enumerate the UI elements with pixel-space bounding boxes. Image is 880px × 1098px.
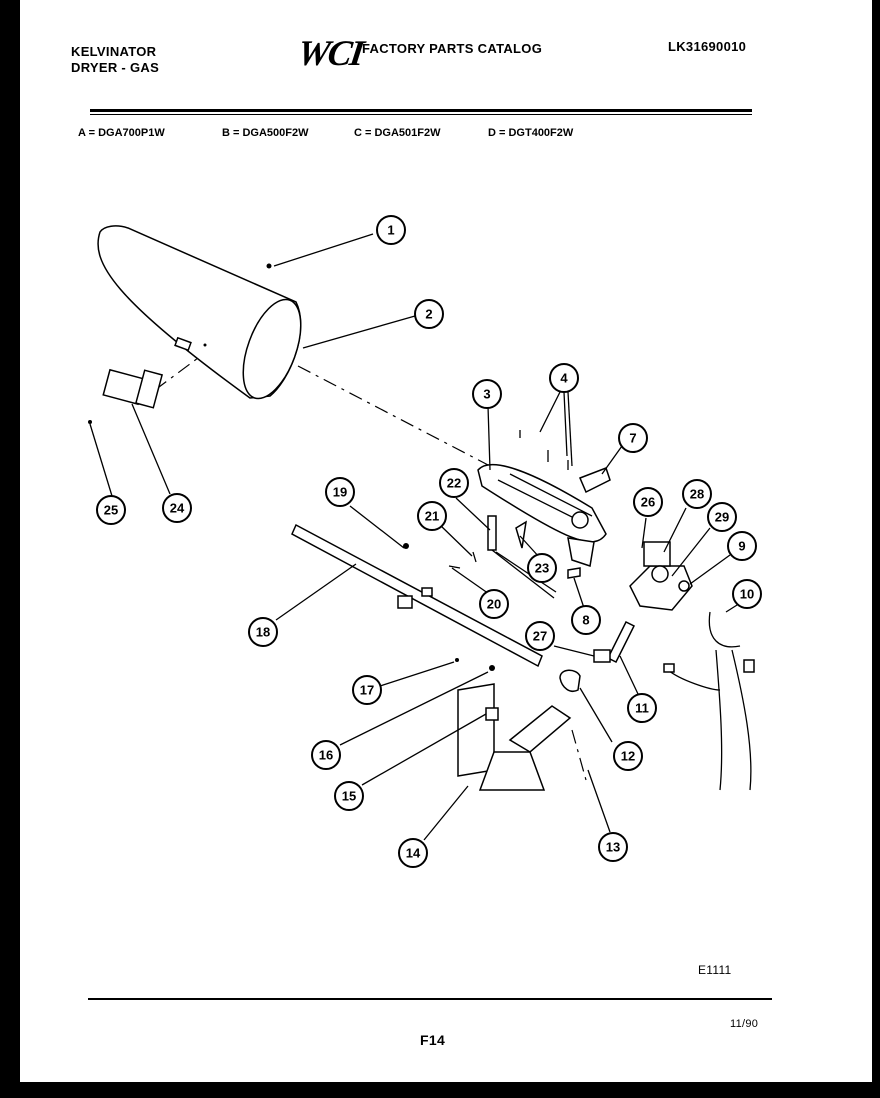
clamp-part [559, 669, 581, 692]
header-rule [90, 109, 752, 112]
svg-text:24: 24 [170, 501, 185, 516]
callout-2: 2 [414, 299, 444, 329]
screw-20-part [448, 565, 461, 569]
callout-1: 1 [376, 215, 406, 245]
callout-17: 17 [352, 675, 382, 705]
callout-26: 26 [633, 487, 663, 517]
callout-19: 19 [325, 477, 355, 507]
callout-25: 25 [96, 495, 126, 525]
svg-text:20: 20 [487, 597, 501, 612]
burner-bracket-part [455, 658, 572, 791]
callout-13: 13 [598, 832, 628, 862]
bracket-axis-line [571, 729, 587, 781]
bracket-part [579, 467, 611, 494]
screw-part [266, 263, 272, 269]
callout-21: 21 [417, 501, 447, 531]
svg-text:17: 17 [360, 683, 374, 698]
svg-text:4: 4 [560, 371, 568, 386]
callout-22: 22 [439, 468, 469, 498]
callout-16: 16 [311, 740, 341, 770]
callout-9: 9 [727, 531, 757, 561]
callout-7: 7 [618, 423, 648, 453]
burner-assembly-part [477, 463, 607, 567]
drawing-code: E1111 [698, 963, 732, 977]
drum-axis-line [297, 365, 491, 467]
callout-10: 10 [732, 579, 762, 609]
model-a: A = DGA700P1W [78, 127, 165, 139]
svg-text:7: 7 [629, 431, 636, 446]
svg-text:2: 2 [425, 307, 432, 322]
revision-date: 11/90 [730, 1018, 759, 1030]
model-d: D = DGT400F2W [488, 127, 574, 139]
brand-name: KELVINATOR [71, 44, 157, 59]
svg-text:8: 8 [582, 613, 589, 628]
svg-text:19: 19 [333, 485, 347, 500]
svg-text:18: 18 [256, 625, 270, 640]
exploded-parts-diagram: 1 2 3 4 7 26 28 29 9 10 19 22 21 23 8 20… [88, 215, 762, 868]
callout-29: 29 [707, 502, 737, 532]
svg-text:15: 15 [342, 789, 356, 804]
callout-8: 8 [571, 605, 601, 635]
model-b: B = DGA500F2W [222, 127, 309, 139]
callout-23: 23 [527, 553, 557, 583]
orifice-tube-part [593, 620, 636, 664]
callout-14: 14 [398, 838, 428, 868]
catalog-title: FACTORY PARTS CATALOG [362, 41, 543, 56]
callout-18: 18 [248, 617, 278, 647]
svg-text:28: 28 [690, 487, 704, 502]
svg-text:16: 16 [319, 748, 333, 763]
svg-text:3: 3 [483, 387, 490, 402]
callout-4: 4 [549, 363, 579, 393]
svg-text:11: 11 [635, 701, 649, 716]
bracket-23-part [515, 520, 527, 549]
callout-28: 28 [682, 479, 712, 509]
gas-valve-part [629, 541, 693, 611]
svg-text:27: 27 [533, 629, 547, 644]
catalog-code: LK31690010 [668, 39, 747, 54]
clip-8-part [567, 567, 581, 579]
callout-12: 12 [613, 741, 643, 771]
igniter-part [487, 515, 557, 599]
leader-lines [89, 233, 746, 841]
svg-text:25: 25 [104, 503, 118, 518]
footer-rule [88, 998, 772, 1000]
support-rod-part [291, 523, 543, 668]
svg-text:9: 9 [738, 539, 745, 554]
callout-11: 11 [627, 693, 657, 723]
page-code: F14 [420, 1032, 446, 1048]
model-c: C = DGA501F2W [354, 127, 441, 139]
svg-text:21: 21 [425, 509, 439, 524]
svg-text:10: 10 [740, 587, 754, 602]
svg-text:22: 22 [447, 476, 461, 491]
callout-20: 20 [479, 589, 509, 619]
switch-axis-line [154, 357, 199, 391]
callout-24: 24 [162, 493, 192, 523]
wire-harness-part [663, 611, 755, 791]
svg-text:14: 14 [406, 846, 421, 861]
brand-block: KELVINATOR DRYER - GAS [71, 44, 159, 76]
svg-text:12: 12 [621, 749, 635, 764]
svg-text:29: 29 [715, 510, 729, 525]
svg-text:13: 13 [606, 840, 620, 855]
svg-text:23: 23 [535, 561, 549, 576]
screw-21-part [472, 551, 477, 563]
screw-set-part [519, 430, 569, 470]
switch-part [88, 368, 164, 424]
catalog-page: KELVINATOR DRYER - GAS WCI FACTORY PARTS… [20, 0, 872, 1082]
product-type: DRYER - GAS [71, 60, 160, 75]
callout-27: 27 [525, 621, 555, 651]
svg-text:1: 1 [387, 223, 394, 238]
header-rule-thin [90, 114, 752, 115]
callout-15: 15 [334, 781, 364, 811]
drum-part [97, 225, 302, 400]
svg-text:26: 26 [641, 495, 655, 510]
callout-3: 3 [472, 379, 502, 409]
